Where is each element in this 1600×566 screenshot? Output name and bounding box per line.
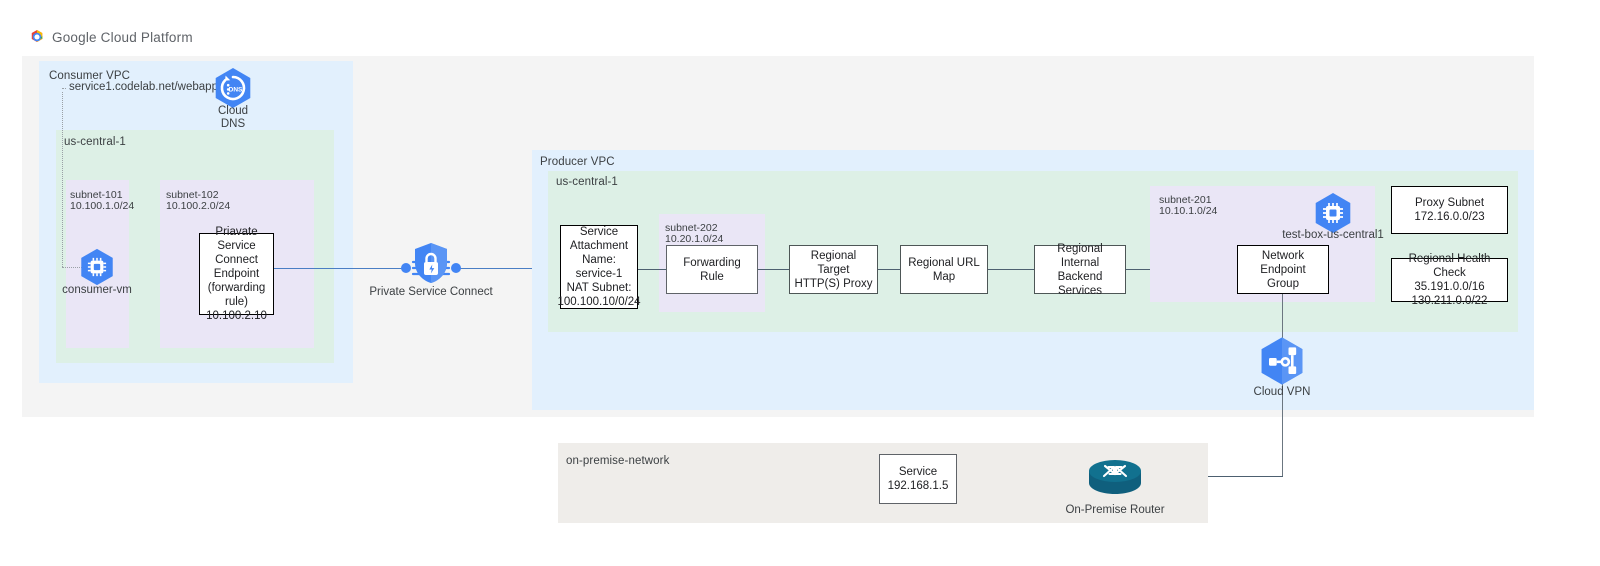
- service-attachment-line5: 100.100.10/0/24: [557, 296, 641, 308]
- link-router-horizontal: [1140, 476, 1283, 477]
- link-urlmap-to-backend: [988, 269, 1034, 270]
- service-attachment-box: Service Attachment Name: service-1 NAT S…: [557, 225, 641, 309]
- page-title: Google Cloud Platform: [52, 30, 193, 45]
- onprem-service-box: Service 192.168.1.5: [879, 454, 957, 504]
- subnet-102-name: subnet-102: [166, 189, 219, 201]
- subnet-201-name: subnet-201: [1159, 194, 1212, 206]
- on-premise-network-label: on-premise-network: [566, 455, 670, 467]
- on-premise-router-label: On-Premise Router: [1065, 504, 1165, 516]
- producer-region-label: us-central-1: [556, 176, 618, 188]
- subnet-102-cidr: 10.100.2.0/24: [166, 200, 231, 212]
- private-service-connect-label: Private Service Connect: [369, 286, 493, 298]
- producer-vpc-label: Producer VPC: [540, 156, 615, 168]
- regional-health-check-box: Regional Health Check 35.191.0.0/16 130.…: [1391, 253, 1508, 307]
- cloud-dns-label-line1: Cloud: [217, 105, 249, 117]
- psc-endpoint-box: Priavate Service Connect Endpoint (forwa…: [199, 226, 274, 322]
- backend-services-line1: Regional Internal: [1057, 242, 1103, 269]
- compute-engine-icon-test-box: [1311, 191, 1355, 235]
- health-check-line1: Regional Health Check: [1408, 253, 1491, 279]
- dns-route-vertical: [62, 92, 63, 267]
- router-icon: [1087, 458, 1143, 496]
- dns-route-to-vm: [62, 267, 84, 268]
- dns-record-label: service1.codelab.net/webapp: [67, 81, 220, 93]
- compute-engine-icon-consumer-vm: [77, 247, 117, 287]
- consumer-region-label: us-central-1: [64, 136, 126, 148]
- consumer-vpc-label: Consumer VPC: [49, 70, 131, 82]
- cloud-dns-label-line2: DNS: [220, 118, 246, 130]
- service-attachment-line1: Service: [579, 226, 619, 238]
- consumer-vm-label: consumer-vm: [62, 284, 132, 296]
- health-check-line3: 130.211.0.0/22: [1411, 295, 1488, 307]
- regional-target-proxy-line1: Regional Target: [810, 249, 857, 276]
- regional-url-map-label: Regional URL Map: [908, 256, 980, 283]
- proxy-subnet-box: Proxy Subnet 172.16.0.0/23: [1391, 186, 1508, 234]
- psc-endpoint-line3: (forwarding rule): [207, 282, 266, 308]
- psc-link-left: [274, 268, 410, 269]
- proxy-subnet-line1: Proxy Subnet: [1414, 197, 1485, 209]
- psc-endpoint-line1: Priavate Service: [215, 226, 258, 252]
- forwarding-rule-label: Forwarding Rule: [683, 256, 741, 283]
- service-attachment-line2: Attachment: [569, 240, 629, 252]
- onprem-service-line1: Service: [898, 466, 938, 478]
- cloud-dns-icon: DNS: [211, 66, 255, 110]
- subnet-101-cidr: 10.100.1.0/24: [70, 200, 135, 212]
- psc-link-right: [452, 268, 560, 269]
- psc-endpoint-line2: Connect Endpoint: [213, 254, 260, 280]
- subnet-202-name: subnet-202: [665, 222, 718, 234]
- svg-text:DNS: DNS: [229, 87, 243, 94]
- proxy-subnet-line2: 172.16.0.0/23: [1414, 211, 1485, 223]
- network-endpoint-group-box: Network Endpoint Group: [1237, 245, 1329, 294]
- subnet-201-cidr: 10.10.1.0/24: [1159, 205, 1218, 217]
- onprem-service-line2: 192.168.1.5: [887, 480, 949, 492]
- cloud-vpn-icon: [1256, 335, 1308, 387]
- subnet-202-cidr: 10.20.1.0/24: [665, 233, 724, 245]
- forwarding-rule-box: Forwarding Rule: [666, 245, 758, 294]
- link-neg-to-vpn: [1282, 294, 1283, 341]
- subnet-101-name: subnet-101: [70, 189, 123, 201]
- regional-target-http-proxy-box: Regional Target HTTP(S) Proxy: [789, 245, 878, 294]
- service-attachment-line4: NAT Subnet:: [566, 282, 632, 294]
- link-proxy-to-urlmap: [878, 269, 900, 270]
- private-service-connect-icon: [396, 237, 466, 299]
- link-fr-to-proxy: [758, 269, 789, 270]
- service-attachment-line3: Name: service-1: [575, 254, 623, 280]
- link-sa-to-fr: [638, 269, 666, 270]
- backend-services-line2: Backend Services: [1057, 270, 1103, 297]
- test-box-label: test-box-us-central1: [1282, 229, 1384, 241]
- psc-endpoint-line4: 10.100.2.10: [206, 310, 267, 322]
- google-cloud-platform-logo: [28, 28, 46, 46]
- health-check-line2: 35.191.0.0/16: [1414, 281, 1485, 293]
- link-vpn-to-router: [1282, 380, 1283, 476]
- neg-line2: Group: [1267, 277, 1299, 290]
- regional-target-proxy-line2: HTTP(S) Proxy: [794, 277, 873, 290]
- regional-internal-backend-services-box: Regional Internal Backend Services: [1034, 242, 1126, 297]
- neg-line1: Network Endpoint: [1260, 249, 1306, 276]
- cloud-vpn-label: Cloud VPN: [1253, 386, 1311, 398]
- regional-url-map-box: Regional URL Map: [900, 245, 988, 294]
